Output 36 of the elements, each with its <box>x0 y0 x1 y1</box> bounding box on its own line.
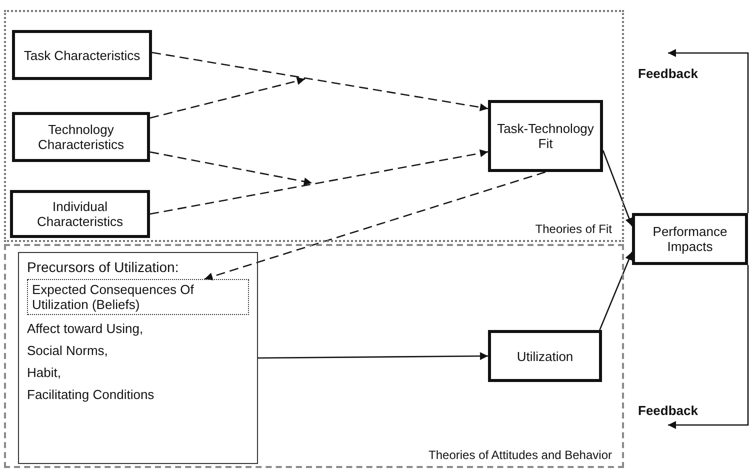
arrow <box>599 252 633 330</box>
arrow <box>152 52 488 112</box>
box-label: Performance Impacts <box>652 224 728 254</box>
list-item: Social Norms, <box>27 343 109 359</box>
arrow <box>150 151 312 186</box>
arrow <box>602 150 633 226</box>
arrow <box>258 352 488 360</box>
region-label: Theories of Attitudes and Behavior <box>428 448 612 462</box>
panel-heading: Precursors of Utilization: <box>27 259 180 275</box>
process-box <box>10 190 150 238</box>
region-label: Theories of Fit <box>535 222 612 236</box>
box-label: Task Characteristics <box>24 48 140 62</box>
arrow <box>668 265 749 429</box>
region-band <box>4 10 624 242</box>
box-label: Utilization <box>516 348 574 364</box>
region-band <box>4 244 624 468</box>
list-item: Habit, <box>27 365 62 381</box>
process-box <box>12 30 152 80</box>
arrow <box>150 77 306 119</box>
box-label: Task-Technology Fit <box>496 121 595 151</box>
list-item: Affect toward Using, <box>27 321 144 337</box>
process-box <box>488 100 603 172</box>
process-box <box>632 213 748 265</box>
list-item: Facilitating Conditions <box>27 387 156 403</box>
edge-label: Feedback <box>636 403 700 418</box>
arrow <box>204 171 546 280</box>
text-panel <box>18 252 258 464</box>
arrow <box>668 49 749 213</box>
edge-label: Feedback <box>636 66 700 81</box>
process-box <box>12 112 150 162</box>
process-box <box>488 330 602 382</box>
dotted-box <box>27 279 249 315</box>
box-label: Expected Consequences Of Utilization (Beliefs) <box>32 282 194 312</box>
box-label: Technology Characteristics <box>37 122 125 152</box>
box-label: Individual Characteristics <box>36 199 124 229</box>
arrow <box>150 149 488 215</box>
